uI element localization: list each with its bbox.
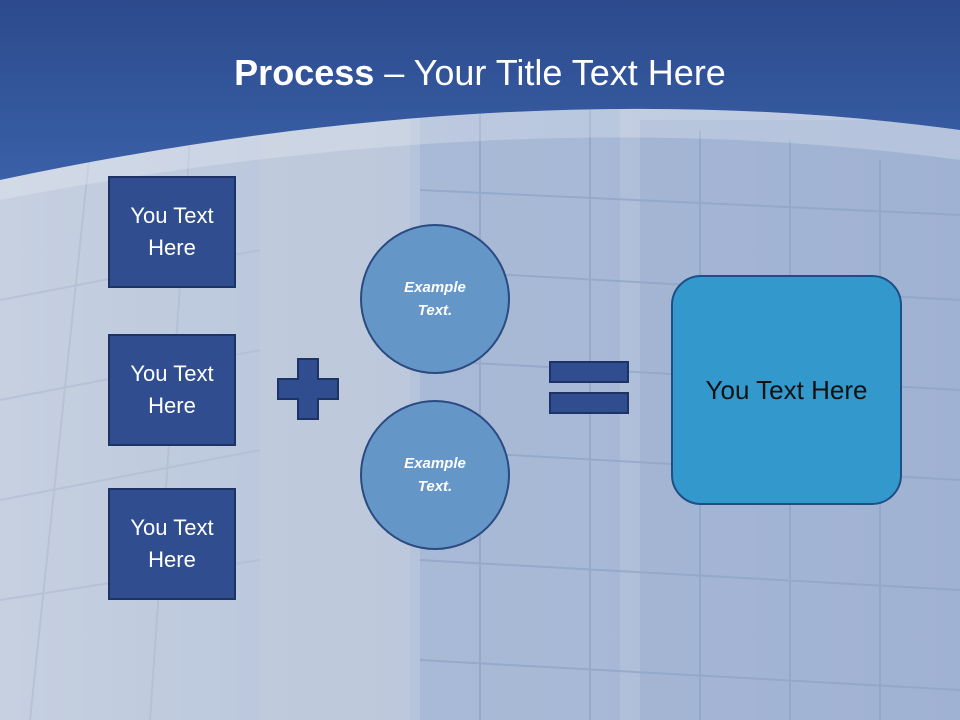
plus-icon: [277, 358, 339, 420]
input-box-2-label: You Text Here: [130, 361, 214, 418]
example-circle-1[interactable]: Example Text.: [360, 224, 510, 374]
input-box-2[interactable]: You Text Here: [108, 334, 236, 446]
slide-title: Process – Your Title Text Here: [0, 52, 960, 94]
input-box-3[interactable]: You Text Here: [108, 488, 236, 600]
example-circle-2[interactable]: Example Text.: [360, 400, 510, 550]
title-bold-part: Process: [234, 52, 375, 93]
result-box-label: You Text Here: [705, 374, 868, 405]
title-dash: –: [374, 52, 414, 93]
example-circle-2-label: Example Text.: [404, 455, 466, 495]
title-rest: Your Title Text Here: [413, 52, 726, 93]
equals-icon: [549, 361, 629, 414]
input-box-1-label: You Text Here: [130, 203, 214, 260]
input-box-3-label: You Text Here: [130, 515, 214, 572]
example-circle-1-label: Example Text.: [404, 279, 466, 319]
result-box[interactable]: You Text Here: [671, 275, 902, 505]
input-box-1[interactable]: You Text Here: [108, 176, 236, 288]
